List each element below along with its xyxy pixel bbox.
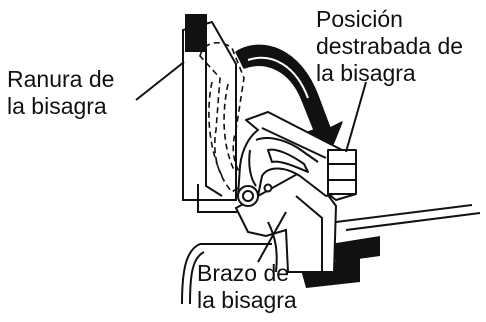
- latch-dashed-outline: [199, 41, 248, 194]
- unlocked-position-label-line-2: destrabada de: [316, 33, 464, 59]
- hinge-arm-label-line-2: la bisagra: [197, 287, 297, 313]
- leader-line-slot: [135, 61, 185, 101]
- unlocked-latch: [237, 111, 357, 207]
- hinge-slot-label-line-1: Ranura de: [7, 66, 115, 92]
- unlocked-position-label-line-3: la bisagra: [316, 60, 416, 86]
- unlocked-position-label-line-1: Posición: [316, 6, 403, 32]
- hinge-slot-label-line-2: la bisagra: [7, 93, 107, 119]
- base-lines: [181, 204, 481, 305]
- slot-shadow: [330, 236, 380, 262]
- unlocked-position-label: Posición destrabada de la bisagra: [316, 6, 463, 87]
- curved-arrow-icon: [235, 44, 343, 163]
- hinge-arm-label: Brazo de la bisagra: [197, 260, 297, 314]
- leader-lines: [135, 61, 367, 263]
- hinge-arm: [234, 166, 338, 273]
- leader-line-unlocked: [345, 81, 367, 153]
- hinge-slot-panel: [182, 14, 290, 213]
- leader-line-arm: [257, 211, 287, 263]
- hinge-arm-label-line-1: Brazo de: [197, 260, 290, 286]
- hinge-slot-label: Ranura de la bisagra: [7, 66, 114, 120]
